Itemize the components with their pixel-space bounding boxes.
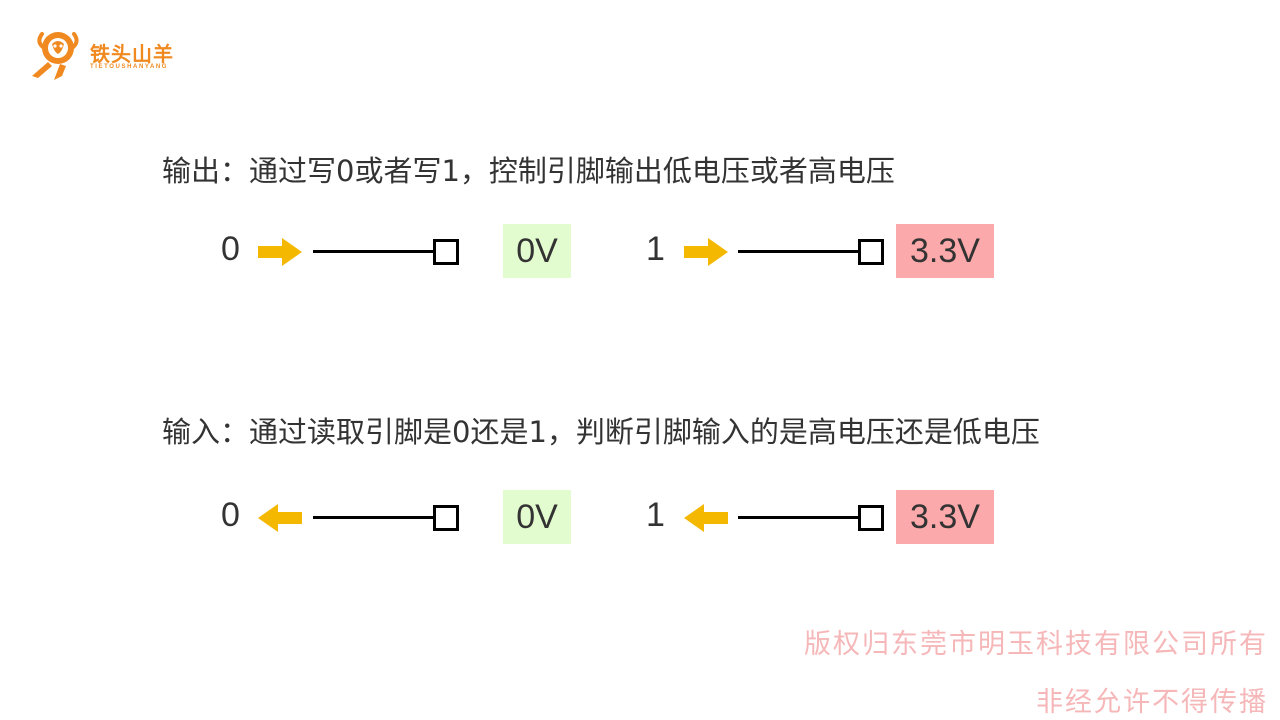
left-arrow-icon [258,504,302,532]
input-digit-0: 0 [221,496,240,534]
right-arrow-icon [258,238,302,266]
goat-logo-icon [32,32,79,80]
pin-terminal-icon [858,239,884,265]
copyright-line-1: 版权归东莞市明玉科技有限公司所有 [804,629,1268,660]
output-example-row: 0 0V 1 3.3V [0,220,1280,280]
pin-wire [313,516,435,519]
pin-terminal-icon [858,505,884,531]
input-digit-1: 1 [646,496,665,534]
pin-wire [313,250,435,253]
voltage-badge-low: 0V [503,224,571,278]
left-arrow-icon [684,504,728,532]
voltage-badge-low: 0V [503,490,571,544]
voltage-badge-high: 3.3V [896,490,994,544]
voltage-badge-high: 3.3V [896,224,994,278]
output-digit-1: 1 [646,230,665,268]
pin-terminal-icon [433,239,459,265]
logo-subtitle: TIETOUSHANYANG [90,64,169,70]
right-arrow-icon [684,238,728,266]
input-example-row: 0 0V 1 3.3V [0,486,1280,546]
pin-terminal-icon [433,505,459,531]
output-description: 输出：通过写0或者写1，控制引脚输出低电压或者高电压 [162,154,895,188]
pin-wire [738,516,860,519]
output-digit-0: 0 [221,230,240,268]
input-description: 输入：通过读取引脚是0还是1，判断引脚输入的是高电压还是低电压 [162,415,1040,449]
brand-logo: 铁头山羊 TIETOUSHANYANG [28,26,218,82]
logo-name: 铁头山羊 [90,42,174,66]
pin-wire [738,250,860,253]
copyright-line-2: 非经允许不得传播 [1036,687,1268,718]
